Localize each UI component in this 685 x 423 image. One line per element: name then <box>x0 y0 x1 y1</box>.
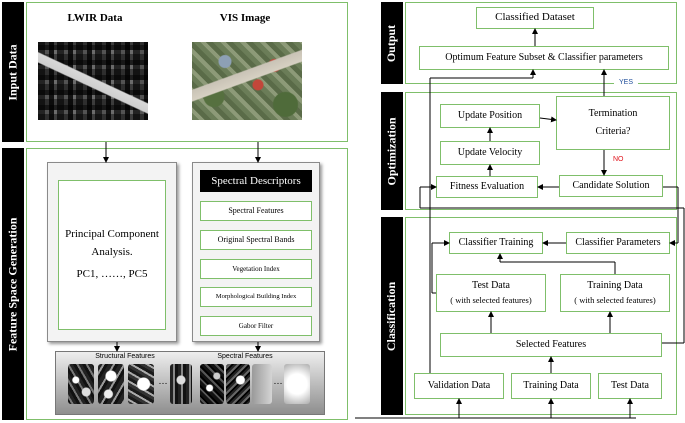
vis-image <box>192 42 302 120</box>
output-sidebar: Output <box>381 2 403 84</box>
lwir-label: LWIR Data <box>67 12 123 24</box>
training-data-selected-box: Training Data ( with selected features) <box>560 274 670 312</box>
classification-sidebar: Classification <box>381 217 403 415</box>
training-data-selected-sub: ( with selected features) <box>574 295 656 306</box>
spectral-thumb-2 <box>226 364 250 404</box>
spectral-thumb-4 <box>284 364 310 404</box>
optimum-box: Optimum Feature Subset & Classifier para… <box>419 46 669 70</box>
no-label: NO <box>613 156 624 163</box>
pca-line3: PC1, ……, PC5 <box>76 267 148 280</box>
spectral-frame <box>192 162 320 342</box>
selected-features-box: Selected Features <box>440 333 662 357</box>
vis-label: VIS Image <box>219 12 271 24</box>
spectral-item-original-bands: Original Spectral Bands <box>200 230 312 250</box>
update-velocity-box: Update Velocity <box>440 141 540 165</box>
structural-thumb-3 <box>128 364 154 404</box>
lwir-image <box>38 42 148 120</box>
spectral-thumb-1 <box>200 364 224 404</box>
strip-structural-label: Structural Features <box>95 353 155 360</box>
structural-ellipsis: … <box>158 376 168 386</box>
pca-line2: Analysis. <box>91 246 133 259</box>
test-data-selected-sub: ( with selected features) <box>450 295 532 306</box>
pca-box: Principal Component Analysis. PC1, ……, P… <box>58 180 166 330</box>
spectral-thumb-3 <box>252 364 272 404</box>
arrow-updatepos-to-termination <box>539 116 557 123</box>
termination-line2: Criteria? <box>595 126 631 137</box>
spectral-descriptors-header: Spectral Descriptors <box>200 170 312 192</box>
termination-box: Termination Criteria? <box>556 96 670 150</box>
structural-thumb-2 <box>98 364 124 404</box>
termination-line1: Termination <box>588 107 638 119</box>
feature-space-sidebar: Feature Space Generation <box>2 148 24 420</box>
test-data-selected-title: Test Data <box>472 279 510 291</box>
yes-label: YES <box>614 79 638 89</box>
strip-spectral-label: Spectral Features <box>217 353 273 360</box>
spectral-item-spectral-features: Spectral Features <box>200 201 312 221</box>
optimization-sidebar: Optimization <box>381 92 403 210</box>
structural-thumb-1 <box>68 364 94 404</box>
pca-line1: Principal Component <box>65 228 159 241</box>
input-data-sidebar: Input Data <box>2 2 24 142</box>
spectral-item-morphological-building-index: Morphological Building Index <box>200 287 312 307</box>
candidate-solution-box: Candidate Solution <box>559 175 663 197</box>
structural-thumb-4 <box>170 364 192 404</box>
spectral-ellipsis: … <box>273 376 283 386</box>
spectral-item-vegetation-index: Vegetation Index <box>200 259 312 279</box>
test-data-box: Test Data <box>598 373 662 399</box>
training-data-selected-title: Training Data <box>587 279 643 291</box>
spectral-item-gabor-filter: Gabor Filter <box>200 316 312 336</box>
